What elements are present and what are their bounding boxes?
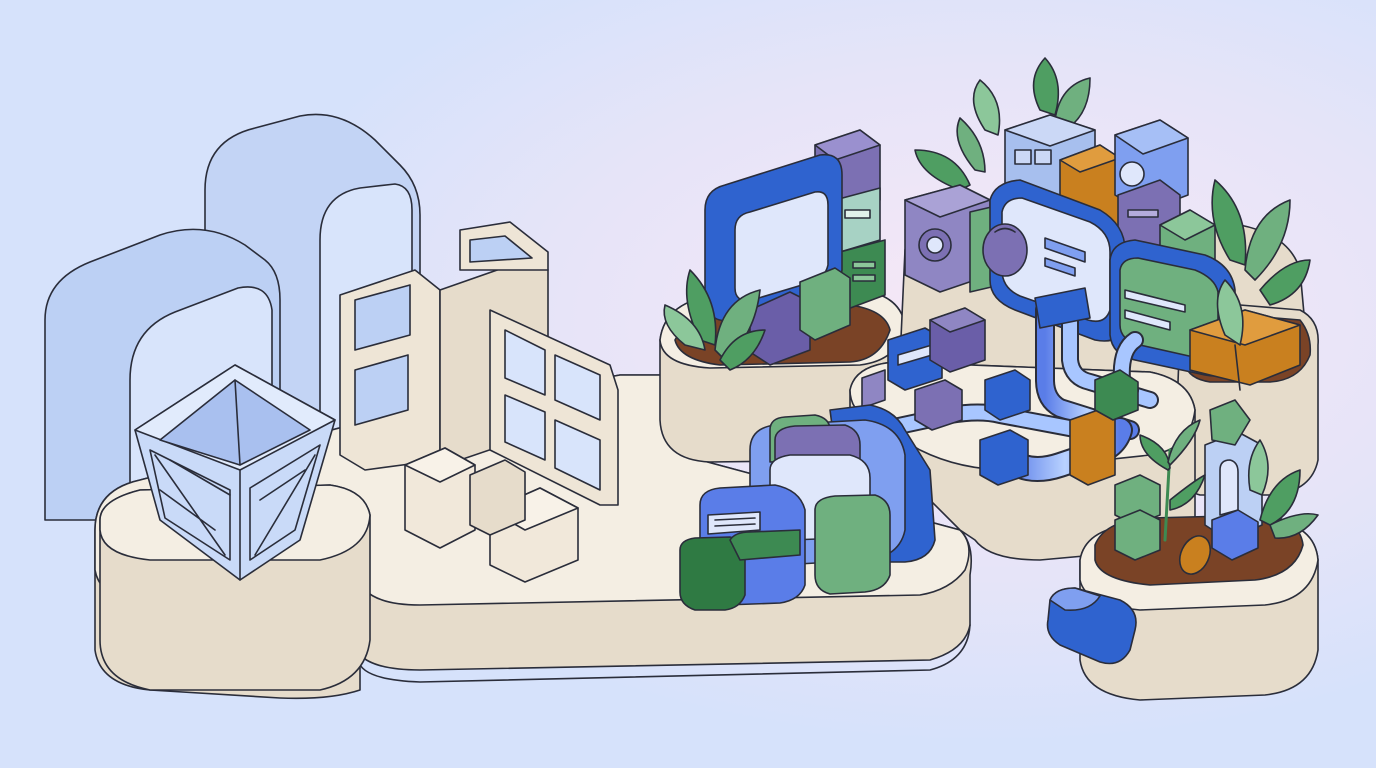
crate-pedestal xyxy=(99,364,371,691)
monitor-planter xyxy=(659,129,906,463)
pipe-platform xyxy=(849,287,1196,561)
window-wall xyxy=(339,221,619,506)
blue-capsule xyxy=(1046,587,1137,665)
machine-cluster xyxy=(679,404,936,611)
cream-blocks xyxy=(404,447,579,583)
leaf-icon xyxy=(1032,57,1060,116)
sprout-planter xyxy=(1079,399,1319,701)
leaf-icon xyxy=(1211,179,1247,266)
